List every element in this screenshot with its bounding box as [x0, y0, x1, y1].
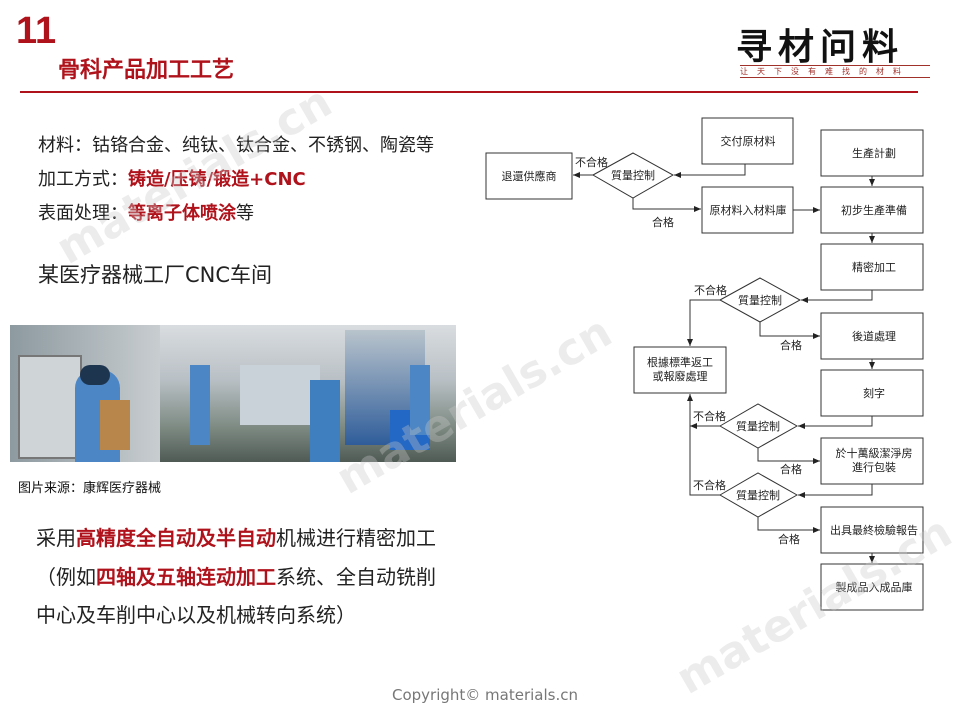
box-finished [820, 563, 924, 611]
label-fail: 不合格 [693, 478, 726, 492]
label-post: 後道處理 [852, 329, 896, 343]
diamond-qc-3 [719, 403, 799, 449]
paragraph-line-1: 采用高精度全自动及半自动机械进行精密加工 [36, 522, 436, 551]
highlight: 四轴及五轴连动加工 [96, 565, 276, 589]
workshop-title: 某医疗器械工厂CNC车间 [38, 263, 273, 287]
label-pass: 合格 [780, 462, 802, 476]
cnc-workshop-photo [10, 325, 456, 462]
label-clean-2: 進行包裝 [852, 461, 896, 474]
label-fail: 不合格 [693, 409, 726, 423]
highlight: 高精度全自动及半自动 [76, 526, 276, 550]
label-qc: 質量控制 [736, 488, 780, 502]
material-line: 材料：钴铬合金、纯钛、钛合金、不锈钢、陶瓷等 [38, 131, 434, 157]
label-pass: 合格 [652, 215, 674, 229]
label-qc: 質量控制 [738, 293, 782, 307]
surface-line: 表面处理：等离子体喷涂等 [38, 199, 254, 225]
process-line: 加工方式：铸造/压铸/锻造+CNC [38, 165, 306, 191]
label-finished: 製成品入成品庫 [836, 580, 913, 594]
box-rework [633, 346, 727, 394]
box-plan [820, 129, 924, 177]
process-value: 铸造/压铸/锻造+CNC [128, 169, 306, 190]
diamond-qc-1 [591, 152, 675, 199]
box-precision [820, 243, 924, 291]
label-qc: 質量控制 [611, 168, 655, 182]
diamond-qc-4 [719, 472, 799, 518]
material-value: 钴铬合金、纯钛、钛合金、不锈钢、陶瓷等 [92, 135, 434, 156]
box-return-supplier [485, 152, 573, 200]
label-pass: 合格 [778, 532, 800, 546]
label-rework-1: 根據標準返工 [647, 355, 713, 369]
label-report: 出具最終檢驗報告 [830, 523, 918, 537]
logo-text: 寻材问料 [736, 26, 905, 68]
paragraph-line-2: （例如四轴及五轴连动加工系统、全自动铣削 [36, 561, 436, 590]
surface-suffix: 等 [236, 203, 254, 224]
surface-value: 等离子体喷涂 [128, 203, 236, 224]
label-engrave: 刻字 [863, 386, 885, 400]
paragraph-line-3: 中心及车削中心以及机械转向系统） [36, 603, 356, 627]
box-engrave [820, 369, 924, 417]
label-qc: 質量控制 [736, 419, 780, 433]
diamond-qc-2 [718, 277, 802, 323]
box-deliver-raw [701, 117, 794, 165]
box-post [820, 312, 924, 360]
slide-title: 骨科产品加工工艺 [58, 58, 235, 83]
label-return-supplier: 退還供應商 [502, 169, 557, 183]
slide-number: 11 [16, 10, 57, 52]
text: 系统、全自动铣削 [276, 565, 436, 589]
label-fail: 不合格 [694, 283, 727, 297]
label-rework-2: 或報廢處理 [653, 369, 708, 383]
box-clean-room [820, 437, 924, 485]
text: （例如 [36, 565, 96, 589]
photo-caption: 图片来源：康辉医疗器械 [18, 481, 162, 496]
label-prep: 初步生產準備 [841, 203, 907, 217]
box-report [820, 506, 924, 554]
label-precision: 精密加工 [852, 260, 896, 274]
label-pass: 合格 [780, 338, 802, 352]
label-raw-storage: 原材料入材料庫 [710, 203, 787, 217]
logo: 寻材问料 让天下没有难找的材料 [730, 18, 945, 82]
text: 机械进行精密加工 [276, 526, 436, 550]
title-divider [20, 91, 918, 93]
box-raw-storage [701, 186, 794, 234]
label-deliver-raw: 交付原材料 [721, 134, 776, 148]
material-label: 材料： [38, 135, 92, 156]
label-plan: 生產計劃 [852, 146, 896, 160]
surface-label: 表面处理： [38, 203, 128, 224]
logo-slogan: 让天下没有难找的材料 [740, 65, 930, 78]
copyright: Copyright© materials.cn [391, 686, 578, 704]
label-fail: 不合格 [575, 155, 608, 169]
label-clean-1: 於十萬級潔淨房 [836, 446, 913, 460]
text: 采用 [36, 526, 76, 550]
process-label: 加工方式： [38, 169, 128, 190]
